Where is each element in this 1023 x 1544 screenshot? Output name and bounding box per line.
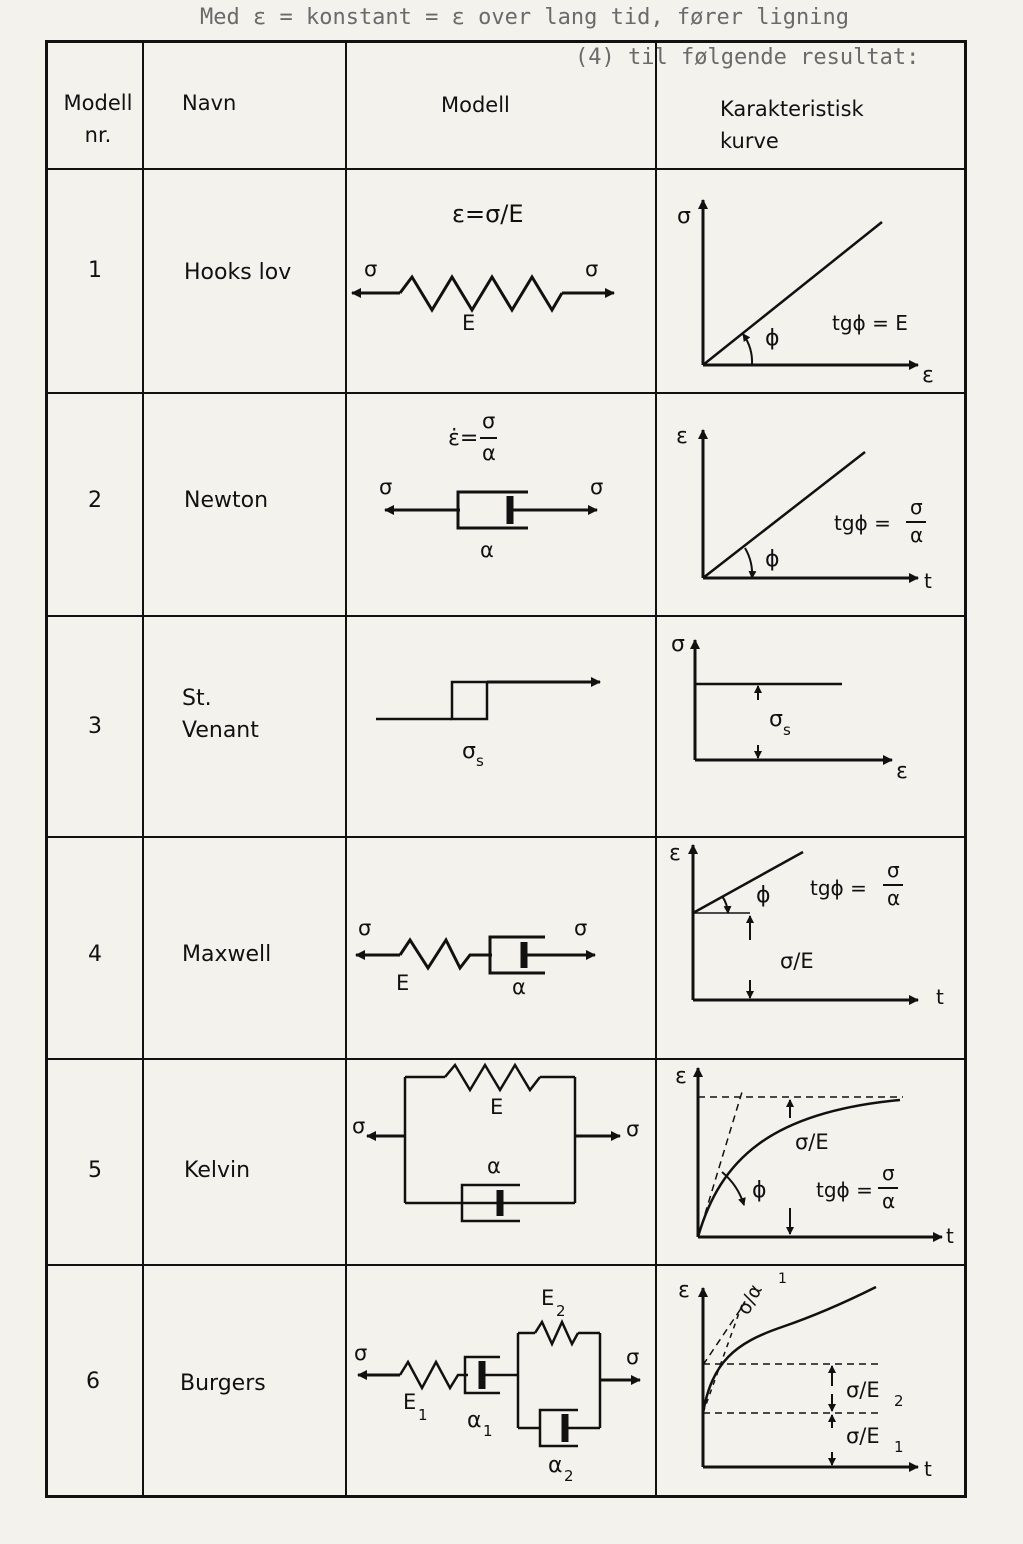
row-3-number: 3 [88,714,102,739]
row-divider [48,615,964,617]
row-divider [48,836,964,838]
row-divider [48,392,964,394]
column-divider [655,43,657,1495]
row-2-number: 2 [88,488,102,513]
row-5-name: Kelvin [184,1158,251,1183]
row-3-name: St. Venant [182,686,259,743]
row-divider [48,1264,964,1266]
row-divider [48,168,964,170]
header-model-nr: Modell nr. [63,91,133,147]
row-6-number: 6 [86,1369,100,1394]
row-4-number: 4 [88,942,102,967]
header-model: Modell [441,93,510,117]
header-name: Navn [182,91,237,115]
row-divider [48,1058,964,1060]
column-divider [142,43,144,1495]
row-1-name: Hooks lov [184,260,292,285]
row-6-name: Burgers [180,1371,266,1396]
row-1-number: 1 [88,258,102,283]
row-5-number: 5 [88,1158,102,1183]
row-4-name: Maxwell [182,942,272,967]
column-divider [345,43,347,1495]
rheology-models-table: Modell nr. Navn Modell Karakteristisk ku… [45,40,967,1498]
ghost-top-line-1: Med ε = konstant = ε over lang tid, føre… [200,5,849,30]
header-characteristic-curve: Karakteristisk kurve [720,97,864,153]
row-2-name: Newton [184,488,269,513]
